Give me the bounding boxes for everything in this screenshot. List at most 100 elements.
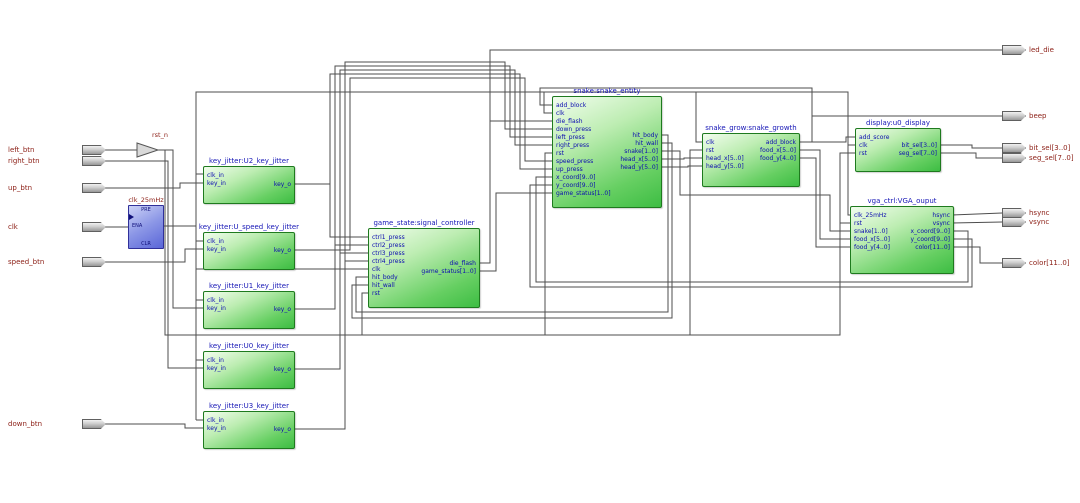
reset-buffer-icon[interactable] — [136, 142, 160, 158]
port-label: food_y[4..0] — [760, 155, 796, 162]
wire — [798, 157, 850, 248]
input-pin-right_btn[interactable]: right_btn — [8, 156, 106, 166]
output-pin-icon — [1002, 153, 1026, 163]
wire — [951, 221, 1003, 224]
input-pin-icon — [82, 183, 106, 193]
module-title: key_jitter:U1_key_jitter — [209, 282, 289, 290]
port-label: up_press — [556, 166, 583, 173]
dff-clr-label: CLR — [141, 241, 151, 247]
output-pin-vsync[interactable]: vsync — [1002, 217, 1049, 227]
port-label: bit_sel[3..0] — [901, 142, 937, 149]
module-title: snake_grow:snake_growth — [705, 124, 797, 132]
dff-clock-icon — [129, 214, 134, 220]
port-label: color[11..0] — [915, 244, 950, 251]
port-label: clk — [706, 139, 715, 146]
wire — [951, 212, 1003, 216]
input-pin-left_btn[interactable]: left_btn — [8, 145, 106, 155]
port-label: key_o — [273, 366, 291, 373]
port-label: key_in — [207, 365, 226, 372]
port-label: add_block — [556, 102, 587, 109]
pin-label: up_btn — [8, 184, 33, 192]
pin-label: left_btn — [8, 146, 35, 154]
clock-divider-dff[interactable]: clk_25mHz PRE ENA CLR — [128, 196, 164, 249]
module-game_state-controller[interactable]: game_state:signal_controller ctrl1_press… — [368, 219, 480, 308]
port-label: hit_body — [372, 274, 398, 281]
input-pin-clk[interactable]: clk — [8, 222, 106, 232]
wire — [798, 149, 850, 240]
port-label: clk_25mHz — [854, 212, 887, 219]
right-ports: key_o — [274, 233, 291, 269]
module-title: display:u0_display — [866, 119, 930, 127]
input-pin-icon — [82, 156, 106, 166]
output-pin-hsync[interactable]: hsync — [1002, 208, 1050, 218]
pin-label: right_btn — [8, 157, 40, 165]
wire — [334, 65, 552, 309]
input-pin-up_btn[interactable]: up_btn — [8, 183, 106, 193]
clock-divider-label: clk_25mHz — [128, 196, 164, 204]
wire — [544, 91, 702, 143]
wire — [362, 152, 552, 336]
right-ports: key_o — [274, 167, 291, 203]
output-pin-color[interactable]: color[11..0] — [1002, 258, 1070, 268]
port-label: ctrl3_press — [372, 250, 405, 257]
wire — [351, 142, 673, 319]
output-pin-bit_sel[interactable]: bit_sel[3..0] — [1002, 143, 1070, 153]
input-pin-speed_btn[interactable]: speed_btn — [8, 257, 106, 267]
output-pin-led_die[interactable]: led_die — [1002, 45, 1054, 55]
input-pin-icon — [82, 257, 106, 267]
dff-ena-label: ENA — [132, 223, 143, 229]
right-ports: key_o — [274, 352, 291, 388]
port-label: clk_in — [207, 417, 224, 424]
wire — [529, 184, 973, 288]
port-label: key_in — [207, 180, 226, 187]
pin-label: led_die — [1029, 46, 1054, 54]
right-ports: key_o — [274, 412, 291, 448]
rst_n-net-label: rst_n — [152, 131, 168, 139]
port-label: add_block — [765, 139, 796, 146]
output-pin-seg_sel[interactable]: seg_sel[7..0] — [1002, 153, 1074, 163]
wire — [839, 152, 855, 223]
port-label: rst — [854, 220, 862, 227]
input-pin-down_btn[interactable]: down_btn — [8, 419, 106, 429]
port-label: food_x[5..0] — [854, 236, 890, 243]
wire — [812, 136, 855, 143]
wire — [660, 165, 702, 168]
port-label: snake[1..0] — [624, 148, 658, 155]
output-pin-icon — [1002, 45, 1026, 55]
port-label: key_in — [207, 305, 226, 312]
port-label: ctrl4_press — [372, 258, 405, 265]
port-label: key_in — [207, 425, 226, 432]
module-title: game_state:signal_controller — [373, 219, 475, 227]
port-label: clk — [556, 110, 565, 117]
module-title: vga_ctrl:VGA_ouput — [867, 197, 937, 205]
port-label: clk_in — [207, 357, 224, 364]
wire — [478, 49, 1002, 264]
port-label: head_y[5..0] — [706, 163, 744, 170]
pin-label: seg_sel[7..0] — [1029, 154, 1074, 162]
input-pin-icon — [82, 419, 106, 429]
output-pin-beep[interactable]: beep — [1002, 111, 1047, 121]
output-pin-icon — [1002, 258, 1026, 268]
wire — [293, 252, 368, 370]
port-label: die_flash — [556, 118, 583, 125]
wire — [539, 87, 813, 143]
port-label: hit_wall — [635, 140, 658, 147]
wire — [660, 150, 850, 232]
wire — [339, 69, 552, 369]
